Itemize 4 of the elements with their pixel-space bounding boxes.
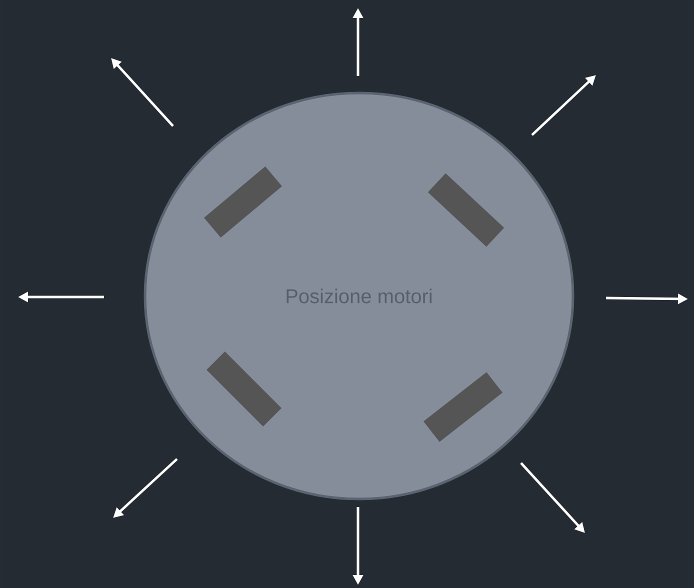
motor-block	[428, 173, 504, 247]
motor-block	[204, 166, 282, 238]
motor-block	[423, 372, 503, 442]
motor-block	[206, 352, 282, 426]
